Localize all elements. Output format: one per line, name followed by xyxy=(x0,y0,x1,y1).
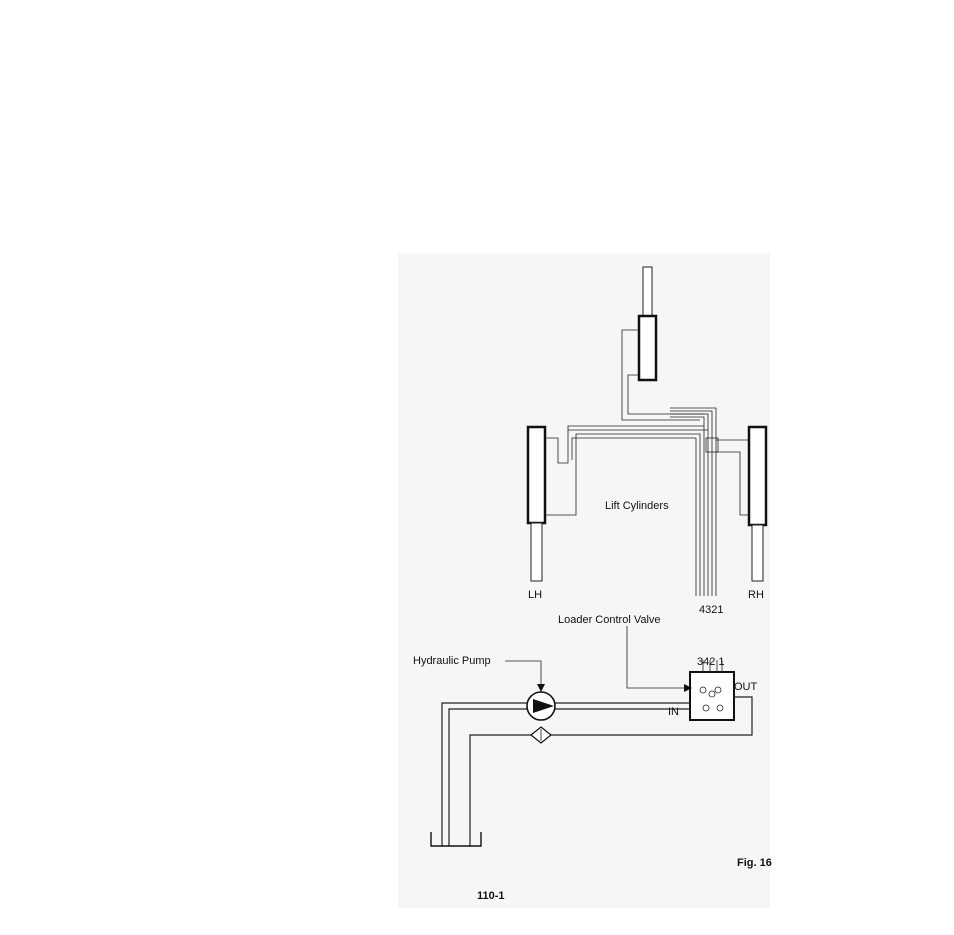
rh-label: RH xyxy=(748,589,764,601)
rh-cylinder xyxy=(749,427,766,581)
valve-port-numbers: 342 1 xyxy=(697,656,725,668)
loader-control-valve xyxy=(690,660,734,720)
page-number: 110-1 xyxy=(477,890,505,902)
hydraulic-pump-label: Hydraulic Pump xyxy=(413,655,491,667)
loader-control-valve-label: Loader Control Valve xyxy=(558,614,661,626)
in-label: IN xyxy=(668,706,679,718)
line-port-numbers: 4321 xyxy=(699,604,723,616)
center-cylinder xyxy=(639,267,656,380)
reservoir xyxy=(431,832,481,846)
suction-line xyxy=(442,703,527,846)
out-label: OUT xyxy=(734,681,758,693)
figure-number: Fig. 16 xyxy=(737,857,772,869)
hydraulic-pump xyxy=(527,692,555,720)
valve-label-arrow xyxy=(627,626,686,688)
lift-cylinders-label: Lift Cylinders xyxy=(605,500,669,512)
lh-label: LH xyxy=(528,589,542,601)
lh-cylinder xyxy=(528,427,545,581)
pump-label-arrow xyxy=(505,661,541,686)
